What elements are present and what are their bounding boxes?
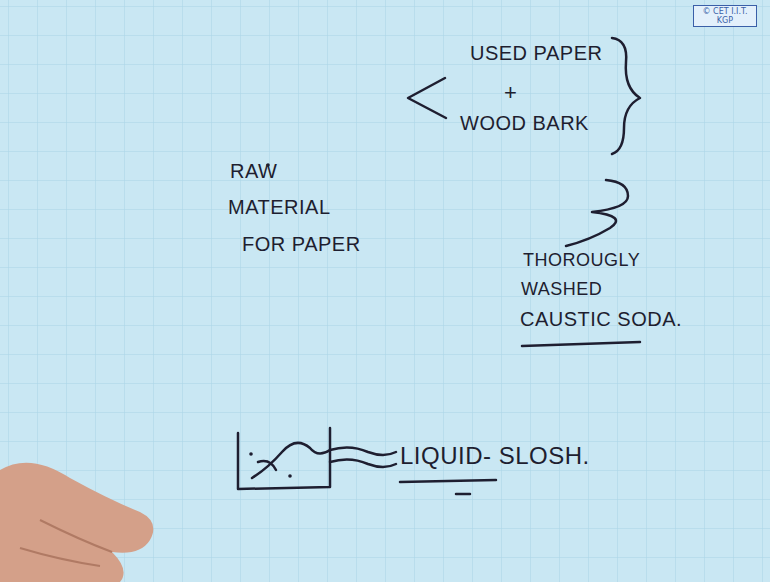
handwritten-note: MATERIAL [228,196,331,219]
tank-sketch [238,428,330,489]
logo-text: © CET I.I.T. KGP [694,6,756,26]
liquid-wave [258,461,276,470]
handwritten-note: WOOD BARK [460,112,589,135]
hand-photo [0,463,153,582]
handwritten-note: + [504,80,517,106]
underline [400,480,496,482]
handwritten-note: FOR PAPER [242,233,361,256]
ink-dot [249,452,253,456]
handwritten-note: USED PAPER [470,42,602,65]
handwritten-note: RAW [230,160,277,183]
slosh-line [330,447,396,455]
ink-dot [288,474,292,478]
branch-mark [408,78,446,118]
logo-box: © CET I.I.T. KGP [693,5,757,27]
underline [522,342,640,346]
handwritten-note: CAUSTIC SODA. [520,308,682,331]
finger-crease [40,520,112,552]
handwritten-note: LIQUID- SLOSH. [400,442,590,470]
underline [456,493,470,496]
finger-crease [20,548,100,566]
handwritten-note: WASHED [521,279,602,300]
handwritten-note: THOROUGLY [523,250,640,271]
curly-brace [612,38,640,154]
hand-photo [0,463,153,582]
curly-brace [566,180,628,246]
slosh-line [330,459,396,467]
liquid-wave [252,443,330,478]
